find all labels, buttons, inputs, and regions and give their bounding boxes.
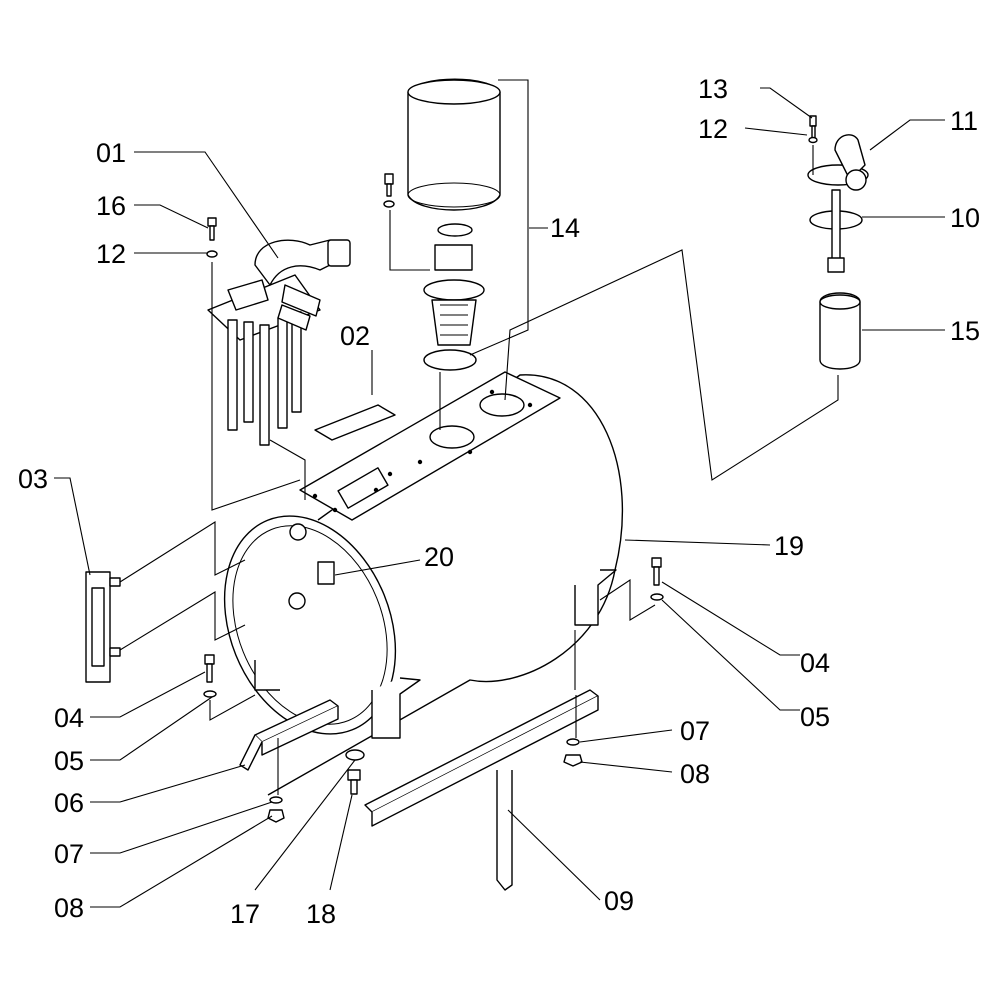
label-04-left: 04 bbox=[54, 703, 84, 733]
label-11: 11 bbox=[950, 106, 978, 136]
label-12-left: 12 bbox=[96, 239, 126, 269]
label-15: 15 bbox=[950, 316, 980, 346]
leader-lines bbox=[54, 87, 945, 908]
label-16: 16 bbox=[96, 191, 126, 221]
label-07-left: 07 bbox=[54, 839, 84, 869]
label-20: 20 bbox=[424, 542, 454, 572]
label-07-right: 07 bbox=[680, 716, 710, 746]
washer-nut-07-08-left bbox=[267, 796, 285, 823]
label-05-right: 05 bbox=[800, 702, 830, 732]
suction-pipe-assembly bbox=[207, 239, 351, 446]
label-13: 13 bbox=[698, 74, 728, 104]
washer-bolt-17-18 bbox=[345, 749, 365, 795]
label-08-left: 08 bbox=[54, 893, 84, 923]
label-06: 06 bbox=[54, 788, 84, 818]
filter-assembly bbox=[383, 78, 501, 371]
label-10: 10 bbox=[950, 203, 980, 233]
tank-body bbox=[223, 371, 624, 796]
left-foot-rail bbox=[239, 699, 339, 771]
label-03: 03 bbox=[18, 464, 48, 494]
label-19: 19 bbox=[774, 531, 804, 561]
label-01: 01 bbox=[96, 138, 126, 168]
gasket-02 bbox=[314, 404, 396, 441]
bolt-04-right bbox=[650, 557, 664, 601]
bolt-04-left bbox=[203, 654, 217, 698]
label-17: 17 bbox=[230, 899, 260, 929]
right-foot-rail bbox=[364, 689, 599, 891]
level-sensor-assembly bbox=[807, 115, 869, 370]
label-09: 09 bbox=[604, 886, 634, 916]
label-14: 14 bbox=[550, 213, 580, 243]
screw-16 bbox=[206, 217, 218, 258]
label-05-left: 05 bbox=[54, 746, 84, 776]
part-labels: 01 16 12 02 03 14 13 12 11 10 15 20 19 0… bbox=[18, 74, 980, 929]
label-04-right: 04 bbox=[800, 648, 830, 678]
assembly-guide-lines bbox=[119, 79, 839, 795]
label-08-right: 08 bbox=[680, 759, 710, 789]
label-12-right: 12 bbox=[698, 114, 728, 144]
label-02: 02 bbox=[340, 321, 370, 351]
label-18: 18 bbox=[306, 899, 336, 929]
washer-nut-07-08-right bbox=[563, 738, 583, 767]
sight-glass-03 bbox=[85, 571, 121, 683]
